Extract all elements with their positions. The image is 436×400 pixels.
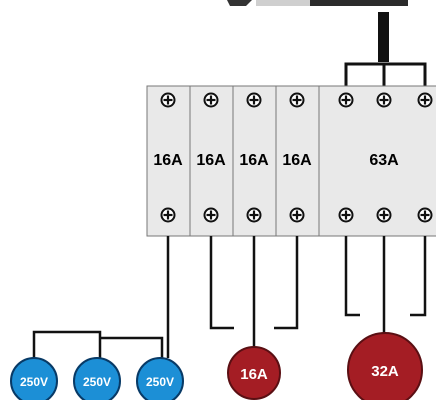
- outlet-label: 250V: [20, 375, 48, 389]
- supply-cable-end: [227, 0, 408, 6]
- breaker-16a-4[interactable]: 16A: [275, 85, 320, 237]
- screw-terminal-icon: [160, 92, 176, 108]
- breaker-rating: 16A: [239, 152, 269, 169]
- screw-terminal-icon: [417, 207, 433, 223]
- outlet-250v-1[interactable]: 250V: [10, 357, 58, 400]
- main-breaker-63a[interactable]: 63A: [318, 85, 436, 237]
- wire-32a-circuit: [344, 236, 427, 340]
- outlet-label: 250V: [83, 375, 111, 389]
- screw-terminal-icon: [203, 92, 219, 108]
- screw-terminal-icon: [376, 92, 392, 108]
- screw-terminal-icon: [246, 207, 262, 223]
- outlet-250v-3[interactable]: 250V: [136, 357, 184, 400]
- wire-250v-circuit: [32, 236, 170, 358]
- screw-terminal-icon: [289, 207, 305, 223]
- breaker-rating: 63A: [369, 152, 399, 169]
- supply-cable: [378, 12, 389, 62]
- screw-terminal-icon: [289, 92, 305, 108]
- screw-terminal-icon: [417, 92, 433, 108]
- breaker-rating: 16A: [153, 152, 183, 169]
- wire-16a-circuit: [209, 236, 299, 358]
- supply-bus: [344, 62, 427, 86]
- outlet-label: 32A: [371, 363, 399, 380]
- outlet-32a[interactable]: 32A: [347, 332, 423, 400]
- breaker-rating: 16A: [196, 152, 226, 169]
- screw-terminal-icon: [160, 207, 176, 223]
- outlet-250v-2[interactable]: 250V: [73, 357, 121, 400]
- outlet-16a[interactable]: 16A: [227, 346, 281, 400]
- breaker-rating: 16A: [282, 152, 312, 169]
- outlet-label: 16A: [240, 366, 268, 383]
- screw-terminal-icon: [376, 207, 392, 223]
- screw-terminal-icon: [246, 92, 262, 108]
- screw-terminal-icon: [338, 207, 354, 223]
- screw-terminal-icon: [203, 207, 219, 223]
- screw-terminal-icon: [338, 92, 354, 108]
- outlet-label: 250V: [146, 375, 174, 389]
